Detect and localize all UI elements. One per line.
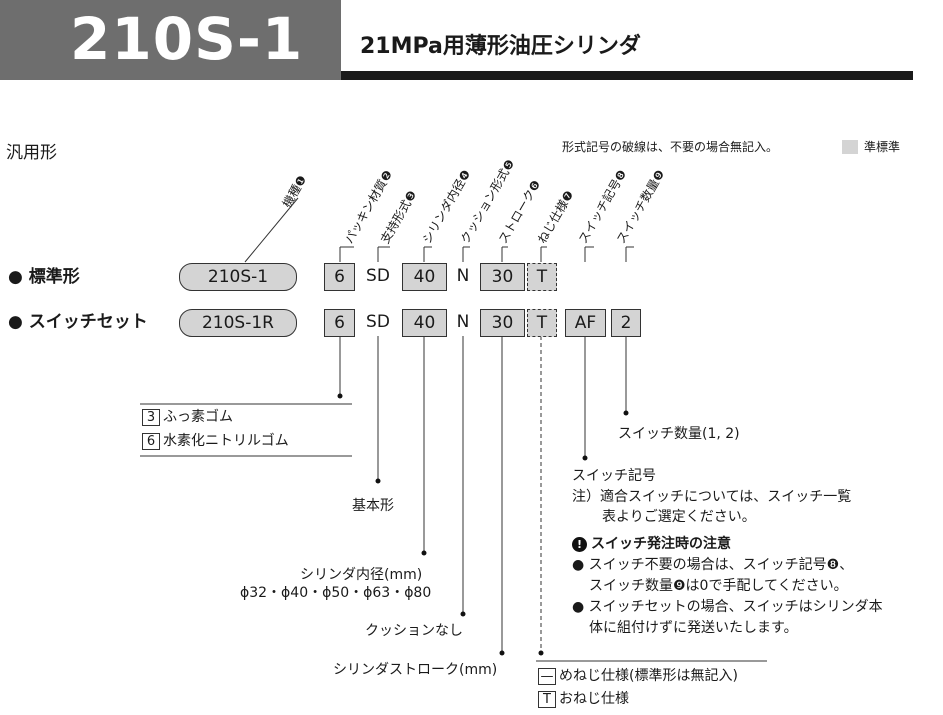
thread-code-standard: T [527, 263, 557, 291]
bore-label: シリンダ内径(mm) [300, 567, 423, 583]
header-rule [341, 71, 913, 80]
page-subtitle: 21MPa用薄形油圧シリンダ [360, 34, 641, 59]
support-code-standard: SD [366, 266, 390, 286]
caution-title: スイッチ発注時の注意 [591, 536, 731, 552]
stroke-label: シリンダストローク(mm) [333, 662, 498, 678]
caution-item-1-line-2: スイッチ数量❾は0で手配してください。 [589, 578, 848, 594]
cushion-code-switch-set: N [456, 312, 470, 332]
stroke-code-standard: 30 [480, 263, 525, 291]
support-basic-label: 基本形 [352, 498, 394, 514]
cushion-none-label: クッションなし [365, 623, 463, 639]
thread-option-text: おねじ仕様 [559, 691, 629, 707]
row-label-standard: ● 標準形 [8, 267, 80, 287]
caution-item-2-line-2: 体に組付けずに発送いたします。 [589, 620, 798, 636]
caution-item-2-line-1: ● スイッチセットの場合、スイッチはシリンダ本 [572, 599, 883, 615]
caution-icon: ! [572, 536, 587, 552]
note-dashed-omit: 形式記号の破線は、不要の場合無記入。 [562, 140, 779, 154]
cushion-code-standard: N [456, 266, 470, 286]
packing-option-code: 6 [142, 432, 160, 450]
packing-option-code: 3 [142, 408, 160, 426]
bore-code-standard: 40 [402, 263, 447, 291]
thread-code-switch-set: T [527, 309, 557, 337]
model-pill-standard: 210S-1 [179, 263, 297, 291]
switch-qty-value: 2 [611, 309, 641, 337]
legend-swatch [842, 140, 858, 154]
header-band [0, 0, 341, 80]
model-pill-switch-set: 210S-1R [179, 309, 297, 337]
packing-code-switch-set: 6 [324, 309, 355, 337]
switch-qty-label: スイッチ数量(1, 2) [618, 426, 740, 442]
switch-code-note-1: 注）適合スイッチについては、スイッチ一覧 [572, 489, 852, 505]
bore-values: ϕ32・ϕ40・ϕ50・ϕ63・ϕ80 [240, 585, 432, 601]
caution-heading: !スイッチ発注時の注意 [572, 535, 731, 553]
row-label-switch-set: ● スイッチセット [8, 312, 148, 332]
packing-code-standard: 6 [324, 263, 355, 291]
packing-option-text: ふっ素ゴム [163, 409, 233, 425]
caution-item-1-line-1: ● スイッチ不要の場合は、スイッチ記号❽、 [572, 557, 854, 573]
switch-code-value: AF [565, 309, 606, 337]
switch-code-note-2: 表よりご選定ください。 [602, 509, 756, 525]
switch-code-label: スイッチ記号 [572, 468, 656, 484]
thread-option-code: T [538, 690, 556, 708]
packing-option-text: 水素化ニトリルゴム [163, 433, 289, 449]
section-title: 汎用形 [6, 143, 57, 163]
legend-label: 準標準 [864, 140, 901, 154]
thread-option-female: —めねじ仕様(標準形は無記入) [538, 667, 738, 685]
stroke-code-switch-set: 30 [480, 309, 525, 337]
thread-option-text: めねじ仕様(標準形は無記入) [559, 668, 738, 684]
support-code-switch-set: SD [366, 312, 390, 332]
thread-option-code: — [538, 667, 556, 685]
model-title: 210S-1 [70, 5, 304, 73]
bore-code-switch-set: 40 [402, 309, 447, 337]
